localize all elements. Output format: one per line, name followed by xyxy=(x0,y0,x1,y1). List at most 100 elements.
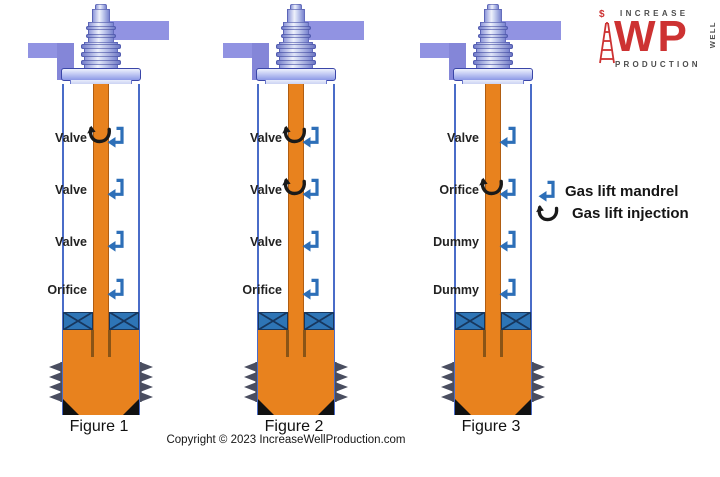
wellhead-outlet-arm xyxy=(108,21,169,40)
wellhead-outlet-arm xyxy=(500,21,561,40)
wellbore-fluid xyxy=(63,330,139,415)
logo-side-text: WELL xyxy=(708,21,717,49)
mandrel-row-label: Orifice xyxy=(439,183,479,197)
packer-left xyxy=(258,312,288,330)
mandrel-row: Orifice xyxy=(198,278,390,304)
gas-lift-mandrel-icon xyxy=(107,278,124,300)
well-figure: Valve Valve Valve xyxy=(3,0,195,460)
mandrel-row-label: Dummy xyxy=(433,283,479,297)
mandrel-row: Valve xyxy=(198,230,390,256)
packer-right xyxy=(109,312,139,330)
wellhead-flange-ring xyxy=(281,26,311,30)
packer-right xyxy=(501,312,531,330)
wellhead-flange-ring xyxy=(473,60,513,65)
wellbore-fluid xyxy=(258,330,334,415)
legend-item-injection: Gas lift injection xyxy=(536,202,689,224)
wellhead-flange-ring xyxy=(81,44,121,49)
wellhead-flange-ring xyxy=(478,26,508,30)
wellhead-stem xyxy=(287,9,305,23)
mandrel-row-label: Valve xyxy=(250,131,282,145)
mandrel-row: Valve xyxy=(3,125,195,152)
gas-lift-mandrel-icon xyxy=(499,126,516,148)
legend-item-mandrel: Gas lift mandrel xyxy=(538,180,689,202)
mandrel-row: Valve xyxy=(3,230,195,256)
mandrel-row-label: Valve xyxy=(250,183,282,197)
gas-lift-mandrel-icon xyxy=(499,278,516,300)
tubing xyxy=(288,84,304,330)
gas-lift-mandrel-icon xyxy=(107,126,124,148)
mandrel-row-label: Valve xyxy=(447,131,479,145)
perforations-right-icon xyxy=(140,362,153,402)
tubing-shoe xyxy=(286,330,306,357)
wellhead-flange-ring xyxy=(473,44,513,49)
legend: Gas lift mandrel Gas lift injection xyxy=(536,180,689,224)
mandrel-row-label: Valve xyxy=(250,235,282,249)
mandrel-row: Valve xyxy=(3,178,195,204)
mandrel-row-label: Dummy xyxy=(433,235,479,249)
gas-lift-mandrel-icon xyxy=(107,230,124,252)
mandrel-row-label: Valve xyxy=(55,131,87,145)
gas-lift-injection-icon xyxy=(479,177,503,196)
wellhead-stem xyxy=(484,9,502,23)
mandrel-row-label: Valve xyxy=(55,235,87,249)
tubing xyxy=(485,84,501,330)
mandrel-row: Dummy xyxy=(395,230,587,256)
mandrel-row: Orifice xyxy=(3,278,195,304)
wellhead-outlet-arm xyxy=(303,21,364,40)
bottom-taper-left xyxy=(63,399,79,415)
bottom-taper-left xyxy=(455,399,471,415)
gas-lift-mandrel-icon xyxy=(538,180,555,202)
mandrel-row: Valve xyxy=(198,177,390,204)
logo-acronym: WP xyxy=(614,12,689,61)
packer-left xyxy=(63,312,93,330)
gas-lift-injection-icon xyxy=(536,204,559,221)
wellhead-flange-ring xyxy=(478,34,508,38)
wellhead-flange-ring xyxy=(86,26,116,30)
figure-caption: Figure 3 xyxy=(461,418,521,435)
wellhead-flange-ring xyxy=(86,34,116,38)
gas-lift-mandrel-icon xyxy=(302,230,319,252)
wellhead-flange-ring xyxy=(81,52,121,57)
mandrel-row: Valve xyxy=(395,126,587,152)
company-logo: $ INCREASE WP WELL PRODUCTION xyxy=(597,8,717,69)
gas-lift-mandrel-icon xyxy=(302,278,319,300)
packer-left xyxy=(455,312,485,330)
gas-lift-mandrel-icon xyxy=(302,178,319,200)
figure-caption: Figure 1 xyxy=(69,418,129,435)
wellbore-fluid xyxy=(455,330,531,415)
bottom-taper-left xyxy=(258,399,274,415)
tubing-shoe xyxy=(483,330,503,357)
bottom-taper-right xyxy=(318,399,334,415)
mandrel-row-label: Orifice xyxy=(242,283,282,297)
mandrel-row: Orifice xyxy=(395,177,587,204)
wellhead-flange-ring xyxy=(276,44,316,49)
gas-lift-injection-icon xyxy=(282,177,306,196)
mandrel-row-label: Orifice xyxy=(47,283,87,297)
gas-lift-mandrel-icon xyxy=(302,126,319,148)
wellhead-flange-ring xyxy=(81,60,121,65)
mandrel-row: Valve xyxy=(198,125,390,152)
wellhead-flange-ring xyxy=(281,34,311,38)
legend-label: Gas lift mandrel xyxy=(565,182,679,200)
wellhead-flange-ring xyxy=(473,52,513,57)
gas-lift-injection-icon xyxy=(87,125,111,144)
bottom-taper-right xyxy=(515,399,531,415)
mandrel-row-label: Valve xyxy=(55,183,87,197)
logo-top-text: INCREASE xyxy=(620,9,689,18)
perforations-left-icon xyxy=(244,362,257,402)
perforations-left-icon xyxy=(441,362,454,402)
wellhead-flange-ring xyxy=(276,52,316,57)
wellhead-stem xyxy=(92,9,110,23)
perforations-right-icon xyxy=(532,362,545,402)
gas-lift-injection-icon xyxy=(282,125,306,144)
figure-caption: Figure 2 xyxy=(264,418,324,435)
legend-label: Gas lift injection xyxy=(572,204,689,222)
packer-right xyxy=(304,312,334,330)
logo-bottom-text: PRODUCTION xyxy=(615,60,701,69)
well-figure: Valve Orifice Dummy xyxy=(395,0,587,460)
oil-derrick-icon xyxy=(599,22,615,64)
dollar-icon: $ xyxy=(599,9,605,20)
tubing xyxy=(93,84,109,330)
well-figure: Valve Valve Valve xyxy=(198,0,390,460)
